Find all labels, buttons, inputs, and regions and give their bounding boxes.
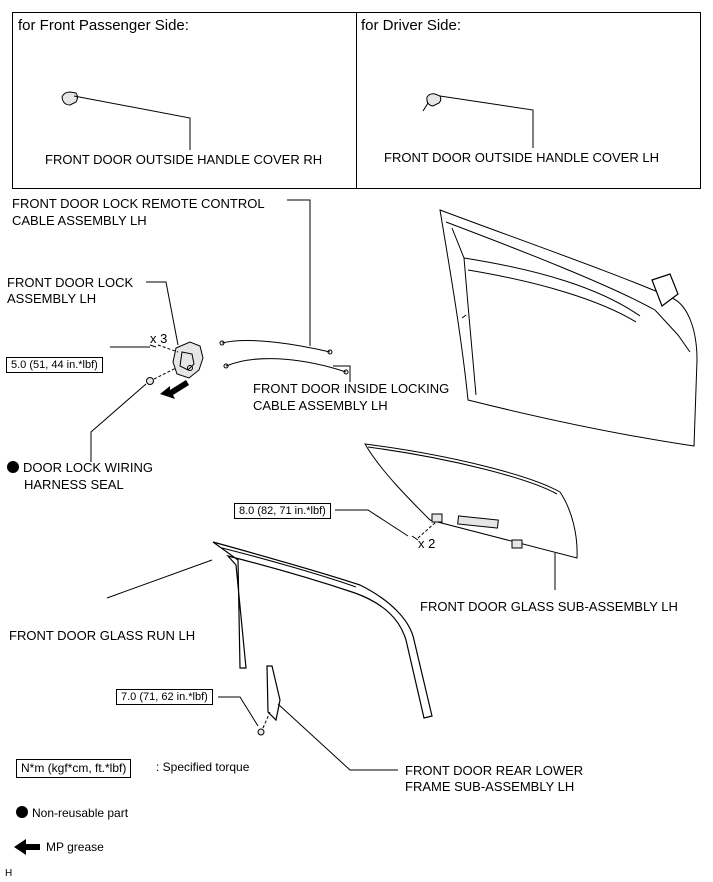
glass-label: FRONT DOOR GLASS SUB-ASSEMBLY LH bbox=[420, 599, 678, 614]
legend-torque-text: : Specified torque bbox=[156, 760, 250, 774]
glass-torque-spec: 8.0 (82, 71 in.*lbf) bbox=[234, 503, 331, 519]
inside-locking-cable-drawing bbox=[223, 358, 349, 375]
handle-cover-rh-drawing bbox=[61, 91, 191, 150]
lock-screw-quantity: x 3 bbox=[150, 331, 168, 346]
handle-cover-rh-label: FRONT DOOR OUTSIDE HANDLE COVER RH bbox=[45, 152, 323, 167]
driver-side-title: for Driver Side: bbox=[361, 17, 462, 34]
figure-code: H bbox=[5, 868, 13, 879]
lock-assembly-label-line1: FRONT DOOR LOCK bbox=[7, 275, 134, 290]
frame-torque-spec: 7.0 (71, 62 in.*lbf) bbox=[116, 689, 213, 705]
rear-lower-frame-drawing bbox=[257, 665, 281, 736]
door-lock-assembly-drawing bbox=[146, 341, 204, 399]
legend-grease-text: MP grease bbox=[46, 840, 104, 854]
remote-control-cable-drawing bbox=[219, 339, 333, 355]
non-reusable-dot-icon bbox=[7, 461, 19, 473]
rear-frame-label-line1: FRONT DOOR REAR LOWER bbox=[405, 763, 584, 778]
handle-cover-lh-label: FRONT DOOR OUTSIDE HANDLE COVER LH bbox=[384, 150, 659, 165]
legend-nonreusable: Non-reusable part bbox=[16, 806, 128, 821]
lock-assembly-label-line2: ASSEMBLY LH bbox=[7, 291, 97, 306]
rear-frame-label-line2: FRAME SUB-ASSEMBLY LH bbox=[405, 779, 575, 794]
front-door-drawing bbox=[439, 209, 698, 447]
inside-cable-label-line2: CABLE ASSEMBLY LH bbox=[253, 398, 388, 413]
inside-cable-label-line1: FRONT DOOR INSIDE LOCKING bbox=[253, 381, 450, 396]
glass-bolt-quantity: x 2 bbox=[418, 536, 436, 551]
driver-panel-border bbox=[356, 12, 701, 189]
harness-seal-label-line1: DOOR LOCK WIRING bbox=[7, 459, 153, 476]
glass-run-drawing bbox=[212, 541, 433, 719]
glass-run-label: FRONT DOOR GLASS RUN LH bbox=[9, 628, 196, 643]
handle-cover-lh-drawing bbox=[422, 93, 534, 148]
harness-seal-label-line2: HARNESS SEAL bbox=[24, 477, 124, 492]
remote-cable-label-line1: FRONT DOOR LOCK REMOTE CONTROL bbox=[12, 196, 265, 211]
lock-torque-spec: 5.0 (51, 44 in.*lbf) bbox=[6, 357, 103, 373]
non-reusable-legend-dot-icon bbox=[16, 806, 28, 818]
legend-torque-box: N*m (kgf*cm, ft.*lbf) bbox=[16, 759, 132, 778]
remote-cable-label-line2: CABLE ASSEMBLY LH bbox=[12, 213, 147, 228]
grease-arrow-icon bbox=[14, 839, 40, 855]
passenger-side-title: for Front Passenger Side: bbox=[18, 17, 189, 34]
front-door-glass-drawing bbox=[364, 443, 578, 559]
